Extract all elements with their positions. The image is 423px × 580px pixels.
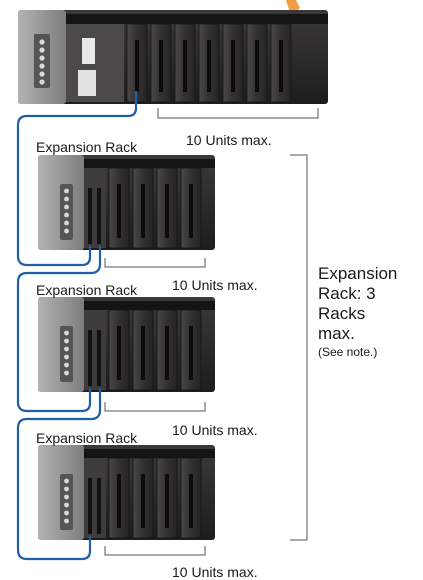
expansion-rack-2-units-label: 10 Units max. [172,422,258,438]
main-rack-unit-slot-1-connector [135,40,139,92]
expansion-rack-1-unit-slot-2-connector [141,184,145,238]
main-rack-slots [126,23,292,103]
racks-max-bracket [290,154,308,541]
expansion-rack-2-unit-slot-2-connector [141,326,145,380]
racks-max-line-3: Racks [318,304,366,323]
expansion-rack-1 [38,155,215,250]
expansion-rack-1-unit-slot-4-connector [189,184,193,238]
expansion-rack-2-unit-slot-4-connector [189,326,193,380]
expansion-rack-3-unit-slot-1-connector [117,474,121,528]
main-rack-unit-slot-2-connector [159,40,163,92]
unit-brackets [104,108,319,556]
expansion-rack-3-unit-slot-3-connector [165,474,169,528]
expansion-rack-3-units-label: 10 Units max. [172,564,258,580]
expansion-rack-3-unit-slot-4-connector [189,474,193,528]
expansion-rack-2-unit-slot-1-connector [117,326,121,380]
main-rack-unit-slot-7-connector [279,40,283,92]
expansion-rack-2-unit-slot-3-connector [165,326,169,380]
expansion-rack-3 [38,445,215,540]
main-rack [18,10,328,104]
expansion-rack-1-label: Expansion Rack [36,139,138,155]
main-rack-unit-slot-3-connector [183,40,187,92]
racks-max-line-4: max. [318,324,355,343]
expansion-rack-1-unit-slot-3-connector [165,184,169,238]
main-rack-unit-slot-6-connector [255,40,259,92]
main-rack-unit-slot-4-connector [207,40,211,92]
pointer-arrow-icon [286,0,300,16]
expansion-rack-2 [38,297,215,392]
expansion-rack-2-label: Expansion Rack [36,282,138,298]
expansion-rack-3-unit-slot-2-connector [141,474,145,528]
racks-max-note: Expansion Rack: 3 Racks max. (See note.) [318,264,418,359]
see-note-text: (See note.) [318,345,378,359]
main-rack-units-label: 10 Units max. [186,132,272,148]
expansion-rack-1-unit-slot-1-connector [117,184,121,238]
expansion-cables [16,90,138,561]
expansion-rack-1-units-label: 10 Units max. [172,277,258,293]
main-rack-unit-slot-5-connector [231,40,235,92]
racks-max-line-1: Expansion [318,264,398,283]
expansion-rack-3-label: Expansion Rack [36,430,138,446]
racks-max-line-2: Rack: 3 [318,284,376,303]
